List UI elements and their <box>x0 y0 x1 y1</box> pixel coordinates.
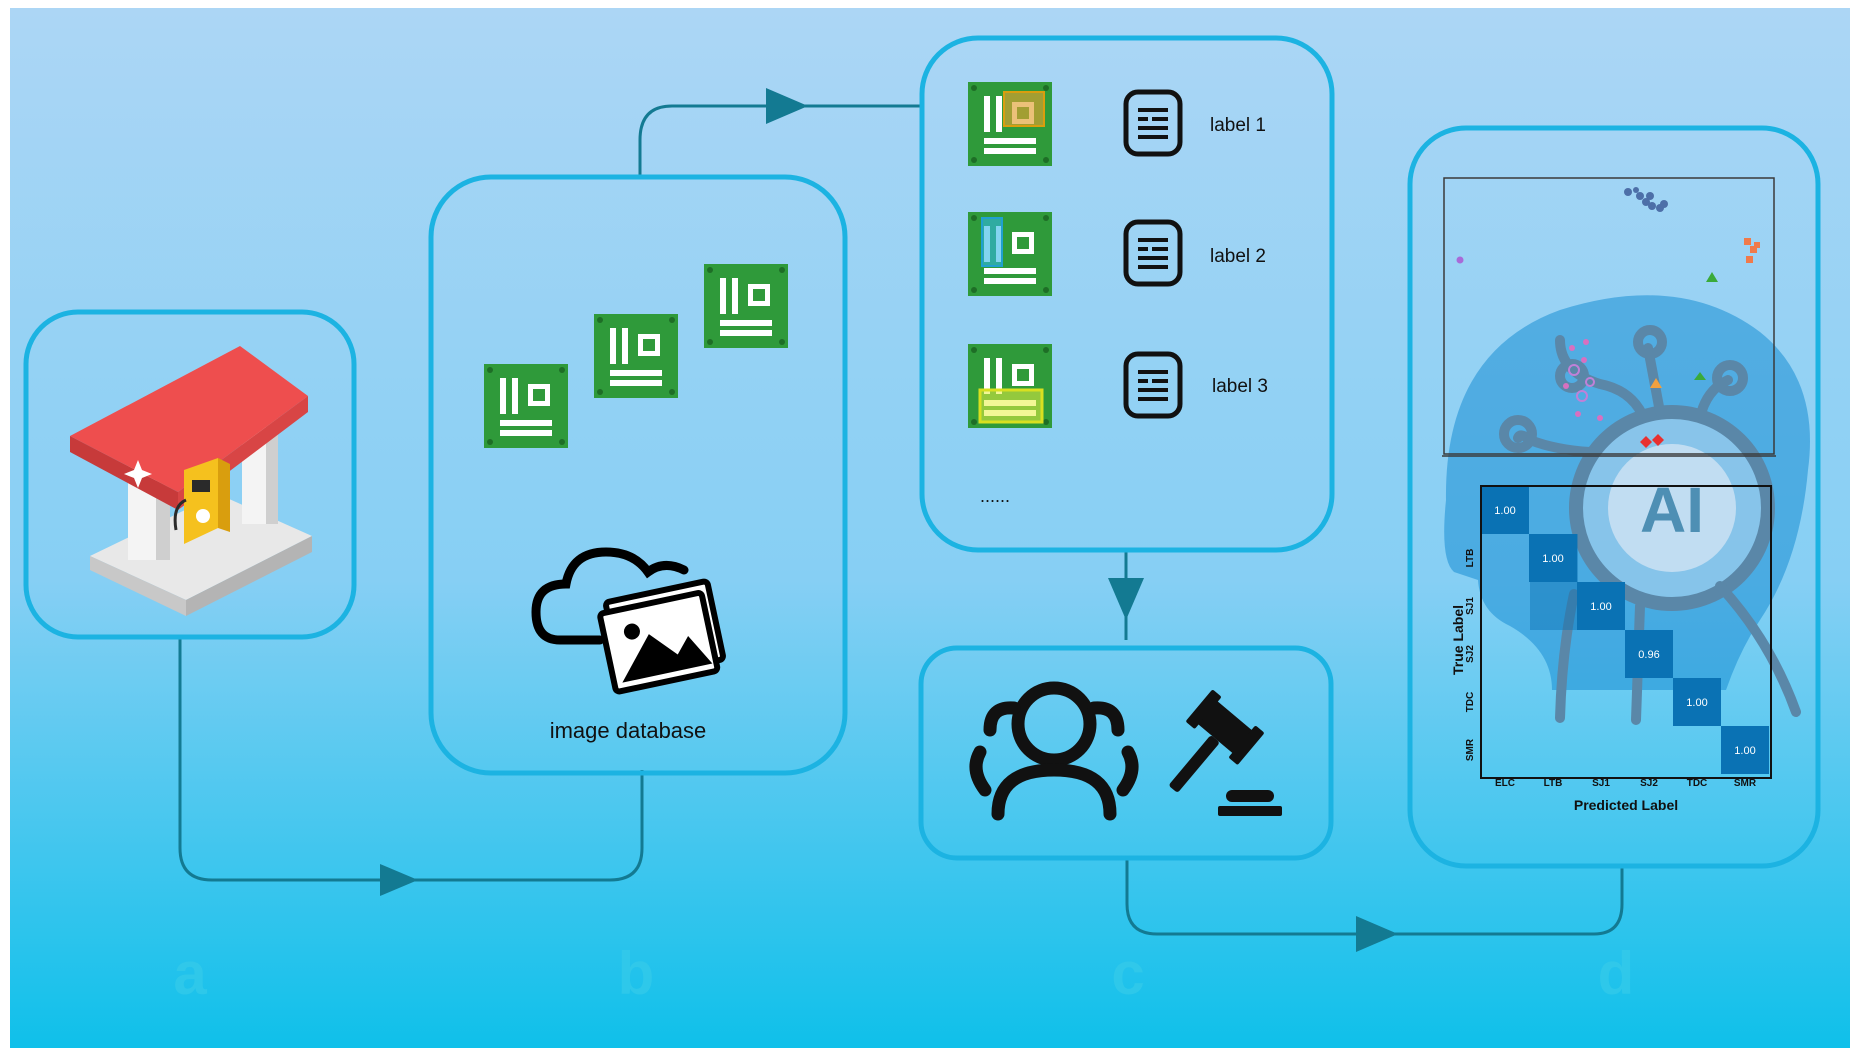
annotation-box <box>978 388 1044 424</box>
image-database-caption: image database <box>550 718 707 743</box>
cm-x-tick-label: SJ2 <box>1640 778 1658 789</box>
cm-y-tick-label: SJ1 <box>1465 597 1476 615</box>
cm-cell-value: 1.00 <box>1734 745 1755 757</box>
cm-cell <box>1577 582 1625 630</box>
gavel-icon <box>1169 690 1282 816</box>
scatter-plot <box>1442 177 1776 457</box>
cm-cell <box>1529 534 1577 582</box>
ai-text: AI <box>1640 474 1704 546</box>
panel-c-top-frame <box>919 35 1335 553</box>
pcb-image-icon <box>594 314 678 398</box>
cm-x-tick-label: TDC <box>1687 778 1708 789</box>
cm-y-tick-label: SMR <box>1465 738 1476 761</box>
cm-y-axis-label: True Label <box>1450 605 1466 675</box>
cm-cell <box>1673 678 1721 726</box>
cm-cell-value: 1.00 <box>1494 505 1515 517</box>
label-3-text: label 3 <box>1212 376 1268 397</box>
gas-station-icon <box>70 346 312 616</box>
ai-head-icon: AI <box>1444 295 1810 725</box>
cm-cell <box>1625 630 1673 678</box>
arrow-b-to-c <box>638 104 922 178</box>
cm-x-tick-label: ELC <box>1495 778 1515 789</box>
cm-y-tick-label: LTB <box>1465 549 1476 568</box>
cm-cell <box>1481 486 1529 534</box>
arrowhead-icon <box>380 864 418 896</box>
panel-letter-b: b <box>618 940 655 1007</box>
annotation-box <box>1003 91 1045 127</box>
arrowheads <box>380 88 1398 952</box>
panel-c-bottom-frame <box>918 645 1334 861</box>
cm-x-tick-labels: ELC LTB SJ1 SJ2 TDC SMR <box>1495 778 1757 789</box>
panel-letter-c: c <box>1111 940 1144 1007</box>
cm-x-tick-label: SJ1 <box>1592 778 1610 789</box>
group-of-people-icon <box>969 681 1139 821</box>
cm-cell <box>1721 726 1769 774</box>
label-1-text: label 1 <box>1210 115 1266 136</box>
cm-cell-value: 1.00 <box>1590 601 1611 613</box>
pcb-image-icon <box>968 212 1052 296</box>
cm-cell-value: 1.00 <box>1542 553 1563 565</box>
more-labels-ellipsis: ...... <box>980 486 1010 506</box>
arrowhead-icon <box>766 88 808 124</box>
label-2-text: label 2 <box>1210 246 1266 267</box>
panel-letter-a: a <box>173 940 207 1007</box>
pcb-image-icon <box>704 264 788 348</box>
cm-diagonal-cells: 1.00 1.00 1.00 0.96 1.00 1.00 <box>1481 486 1769 774</box>
cm-x-axis-label: Predicted Label <box>1574 797 1678 813</box>
arrowhead-icon <box>1356 916 1398 952</box>
cm-cell-value: 1.00 <box>1686 697 1707 709</box>
cm-cell-value: 0.96 <box>1638 649 1659 661</box>
panel-a-frame <box>23 309 357 640</box>
cm-y-tick-label: SJ2 <box>1465 645 1476 663</box>
cm-x-tick-label: SMR <box>1734 778 1757 789</box>
annotation-box <box>981 217 1003 267</box>
pcb-image-icon <box>484 364 568 448</box>
cm-y-tick-label: TDC <box>1465 692 1476 713</box>
cm-x-tick-label: LTB <box>1544 778 1563 789</box>
panel-d-frame <box>1407 125 1821 869</box>
arrowhead-icon <box>1108 578 1144 620</box>
cloud-images-icon <box>531 547 726 695</box>
panel-b-frame <box>428 174 848 776</box>
panel-letter-d: d <box>1598 940 1635 1007</box>
